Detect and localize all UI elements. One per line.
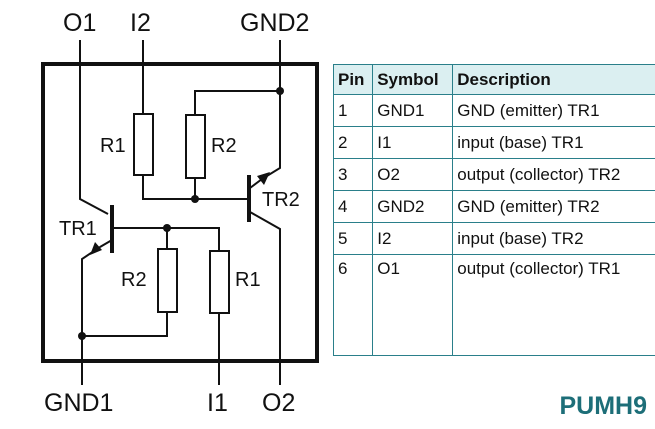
wire-tr2-collector-o2 [249, 211, 281, 385]
label-r1-bottom: R1 [235, 269, 261, 291]
wire-o1-collector [79, 40, 109, 215]
cell-pin: 6 [332, 254, 374, 356]
cell-description: input (base) TR2 [452, 222, 655, 255]
pin-label-i1: I1 [207, 389, 228, 417]
label-r1-top: R1 [100, 135, 126, 157]
cell-pin: 3 [332, 158, 374, 191]
cell-symbol: GND2 [372, 190, 454, 223]
table-row: 2 I1 input (base) TR1 [332, 126, 655, 159]
resistor-r1-bottom [209, 250, 230, 314]
cell-pin: 5 [332, 222, 374, 255]
wire-tr1-emitter-gnd1 [81, 246, 101, 385]
tr2-emitter-lead [249, 178, 263, 189]
resistor-r2-bottom [157, 248, 178, 313]
header-pin: Pin [332, 64, 374, 95]
tr1-emitter-lead [99, 239, 113, 248]
junction-dot [78, 332, 86, 340]
resistor-r2-top [185, 114, 206, 179]
cell-description: input (base) TR1 [452, 126, 655, 159]
tr2-emitter-arrow-icon [257, 172, 270, 185]
cell-symbol: O2 [372, 158, 454, 191]
wire-tr1-base [113, 227, 220, 251]
table-row: 6 O1 output (collector) TR1 [332, 254, 655, 356]
cell-pin: 4 [332, 190, 374, 223]
circuit-schematic: O1 I2 GND2 GND1 I1 O2 [41, 9, 319, 417]
cell-symbol: GND1 [372, 94, 454, 127]
wire-r1-base-tr2 [142, 175, 248, 200]
label-r2-top: R2 [211, 135, 237, 157]
cell-pin: 2 [332, 126, 374, 159]
junction-dot [276, 87, 284, 95]
cell-description: GND (emitter) TR2 [452, 190, 655, 223]
wire-r2b-gnd1 [82, 312, 168, 337]
table-row: 4 GND2 GND (emitter) TR2 [332, 190, 655, 223]
part-number: PUMH9 [559, 392, 647, 420]
header-symbol: Symbol [372, 64, 454, 95]
table-row: 1 GND1 GND (emitter) TR1 [332, 94, 655, 127]
cell-symbol: I1 [372, 126, 454, 159]
package-outline [41, 62, 319, 363]
resistor-r1-top [133, 113, 154, 176]
cell-description: GND (emitter) TR1 [452, 94, 655, 127]
pin-label-o1: O1 [63, 9, 96, 37]
pin-label-gnd2: GND2 [240, 9, 309, 37]
junction-dot [163, 224, 171, 232]
junction-dot [191, 195, 199, 203]
cell-description: output (collector) TR1 [452, 254, 655, 356]
table-row: 5 I2 input (base) TR2 [332, 222, 655, 255]
tr1-emitter-arrow-icon [90, 242, 102, 255]
pin-description-table: Pin Symbol Description 1 GND1 GND (emitt… [332, 64, 655, 356]
cell-symbol: I2 [372, 222, 454, 255]
cell-symbol: O1 [372, 254, 454, 356]
wire-gnd2-emitter [261, 40, 281, 180]
pin-label-gnd1: GND1 [44, 389, 113, 417]
label-tr1: TR1 [59, 218, 97, 240]
label-tr2: TR2 [262, 189, 300, 211]
cell-description: output (collector) TR2 [452, 158, 655, 191]
pin-label-i2: I2 [130, 9, 151, 37]
wire-r2-gnd2 [194, 90, 280, 115]
label-r2-bottom: R2 [121, 269, 147, 291]
table-row: 3 O2 output (collector) TR2 [332, 158, 655, 191]
header-description: Description [452, 64, 655, 95]
table-header-row: Pin Symbol Description [332, 64, 655, 95]
cell-pin: 1 [332, 94, 374, 127]
pin-label-o2: O2 [262, 389, 295, 417]
